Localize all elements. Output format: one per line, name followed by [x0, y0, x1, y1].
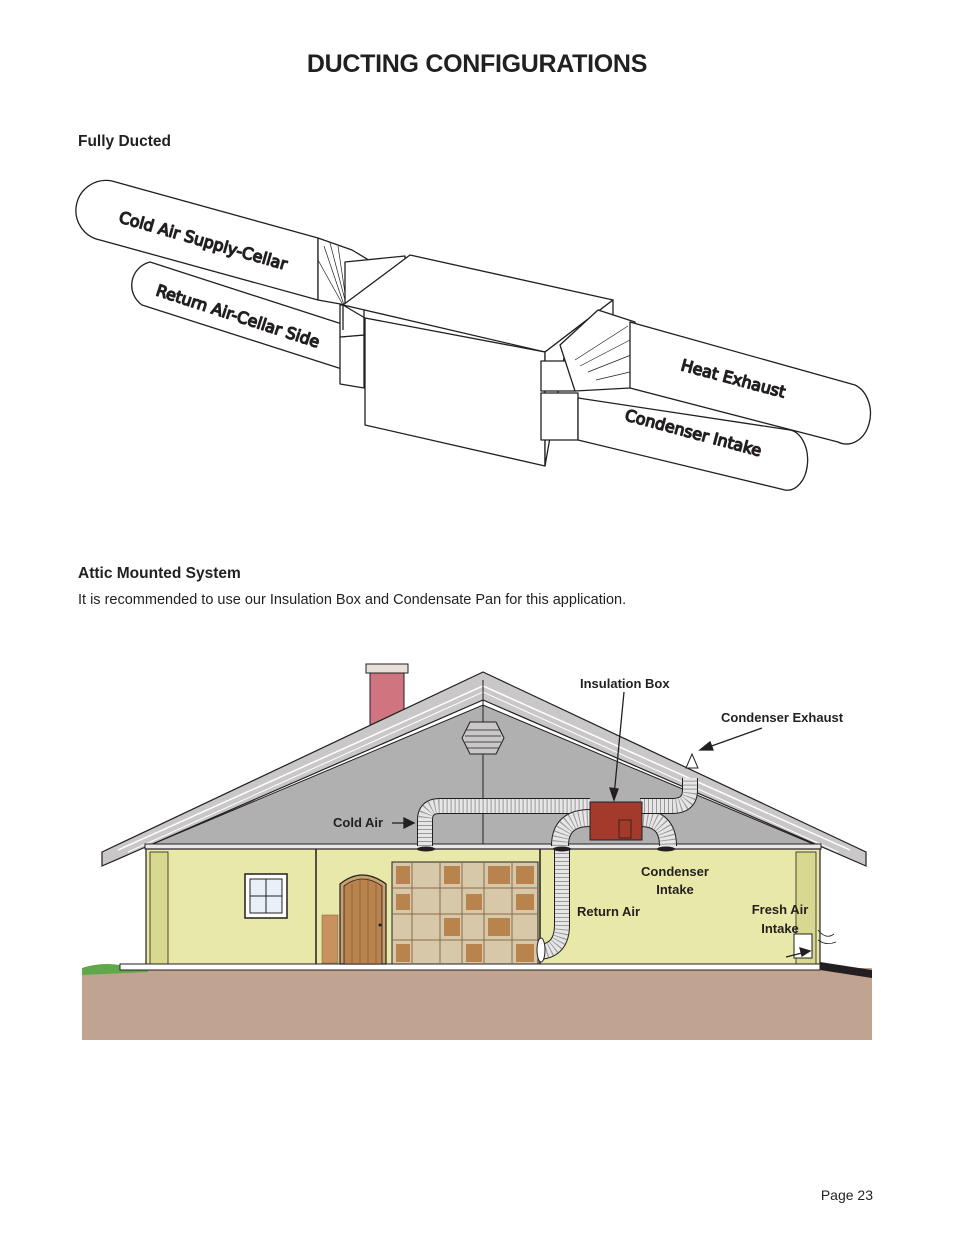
wine-racks — [321, 861, 539, 965]
insulation-box — [589, 801, 643, 841]
condenser-intake-label-2: Intake — [656, 882, 694, 897]
condenser-exhaust-label: Condenser Exhaust — [721, 710, 844, 725]
fully-ducted-heading: Fully Ducted — [78, 133, 172, 150]
roof-cap-icon — [685, 752, 699, 769]
attic-house-diagram: Insulation Box Condenser Exhaust Cold Ai… — [82, 663, 872, 1040]
window — [244, 873, 288, 919]
condenser-intake-duct — [577, 397, 809, 491]
fully-ducted-diagram: Cold Air Supply-Cellar Return Air-Cellar… — [75, 179, 872, 491]
return-air-label: Return Air — [577, 904, 640, 919]
attic-heading: Attic Mounted System — [78, 565, 241, 582]
fresh-air-label-2: Intake — [761, 921, 799, 936]
cold-air-label: Cold Air — [333, 815, 383, 830]
page-title: DUCTING CONFIGURATIONS — [306, 50, 648, 78]
page-number: Page 23 — [820, 1187, 873, 1203]
right-collar-bottom — [540, 392, 579, 441]
insulation-box-label: Insulation Box — [580, 676, 670, 691]
cold-air-supply-duct — [75, 179, 319, 301]
cellar-door — [339, 874, 387, 965]
condenser-exhaust-duct — [640, 778, 698, 814]
condenser-intake-label-1: Condenser — [641, 864, 709, 879]
fresh-air-label-1: Fresh Air — [752, 902, 809, 917]
left-collar-bottom — [339, 334, 365, 389]
attic-vent-icon — [461, 721, 505, 755]
return-air-duct — [131, 261, 346, 371]
heat-exhaust-duct — [629, 321, 872, 445]
ground — [82, 968, 872, 1040]
roof — [101, 671, 867, 867]
attic-description: It is recommended to use our Insulation … — [78, 592, 627, 608]
annotation-arrows — [392, 691, 812, 958]
cold-air-duct — [417, 798, 590, 846]
